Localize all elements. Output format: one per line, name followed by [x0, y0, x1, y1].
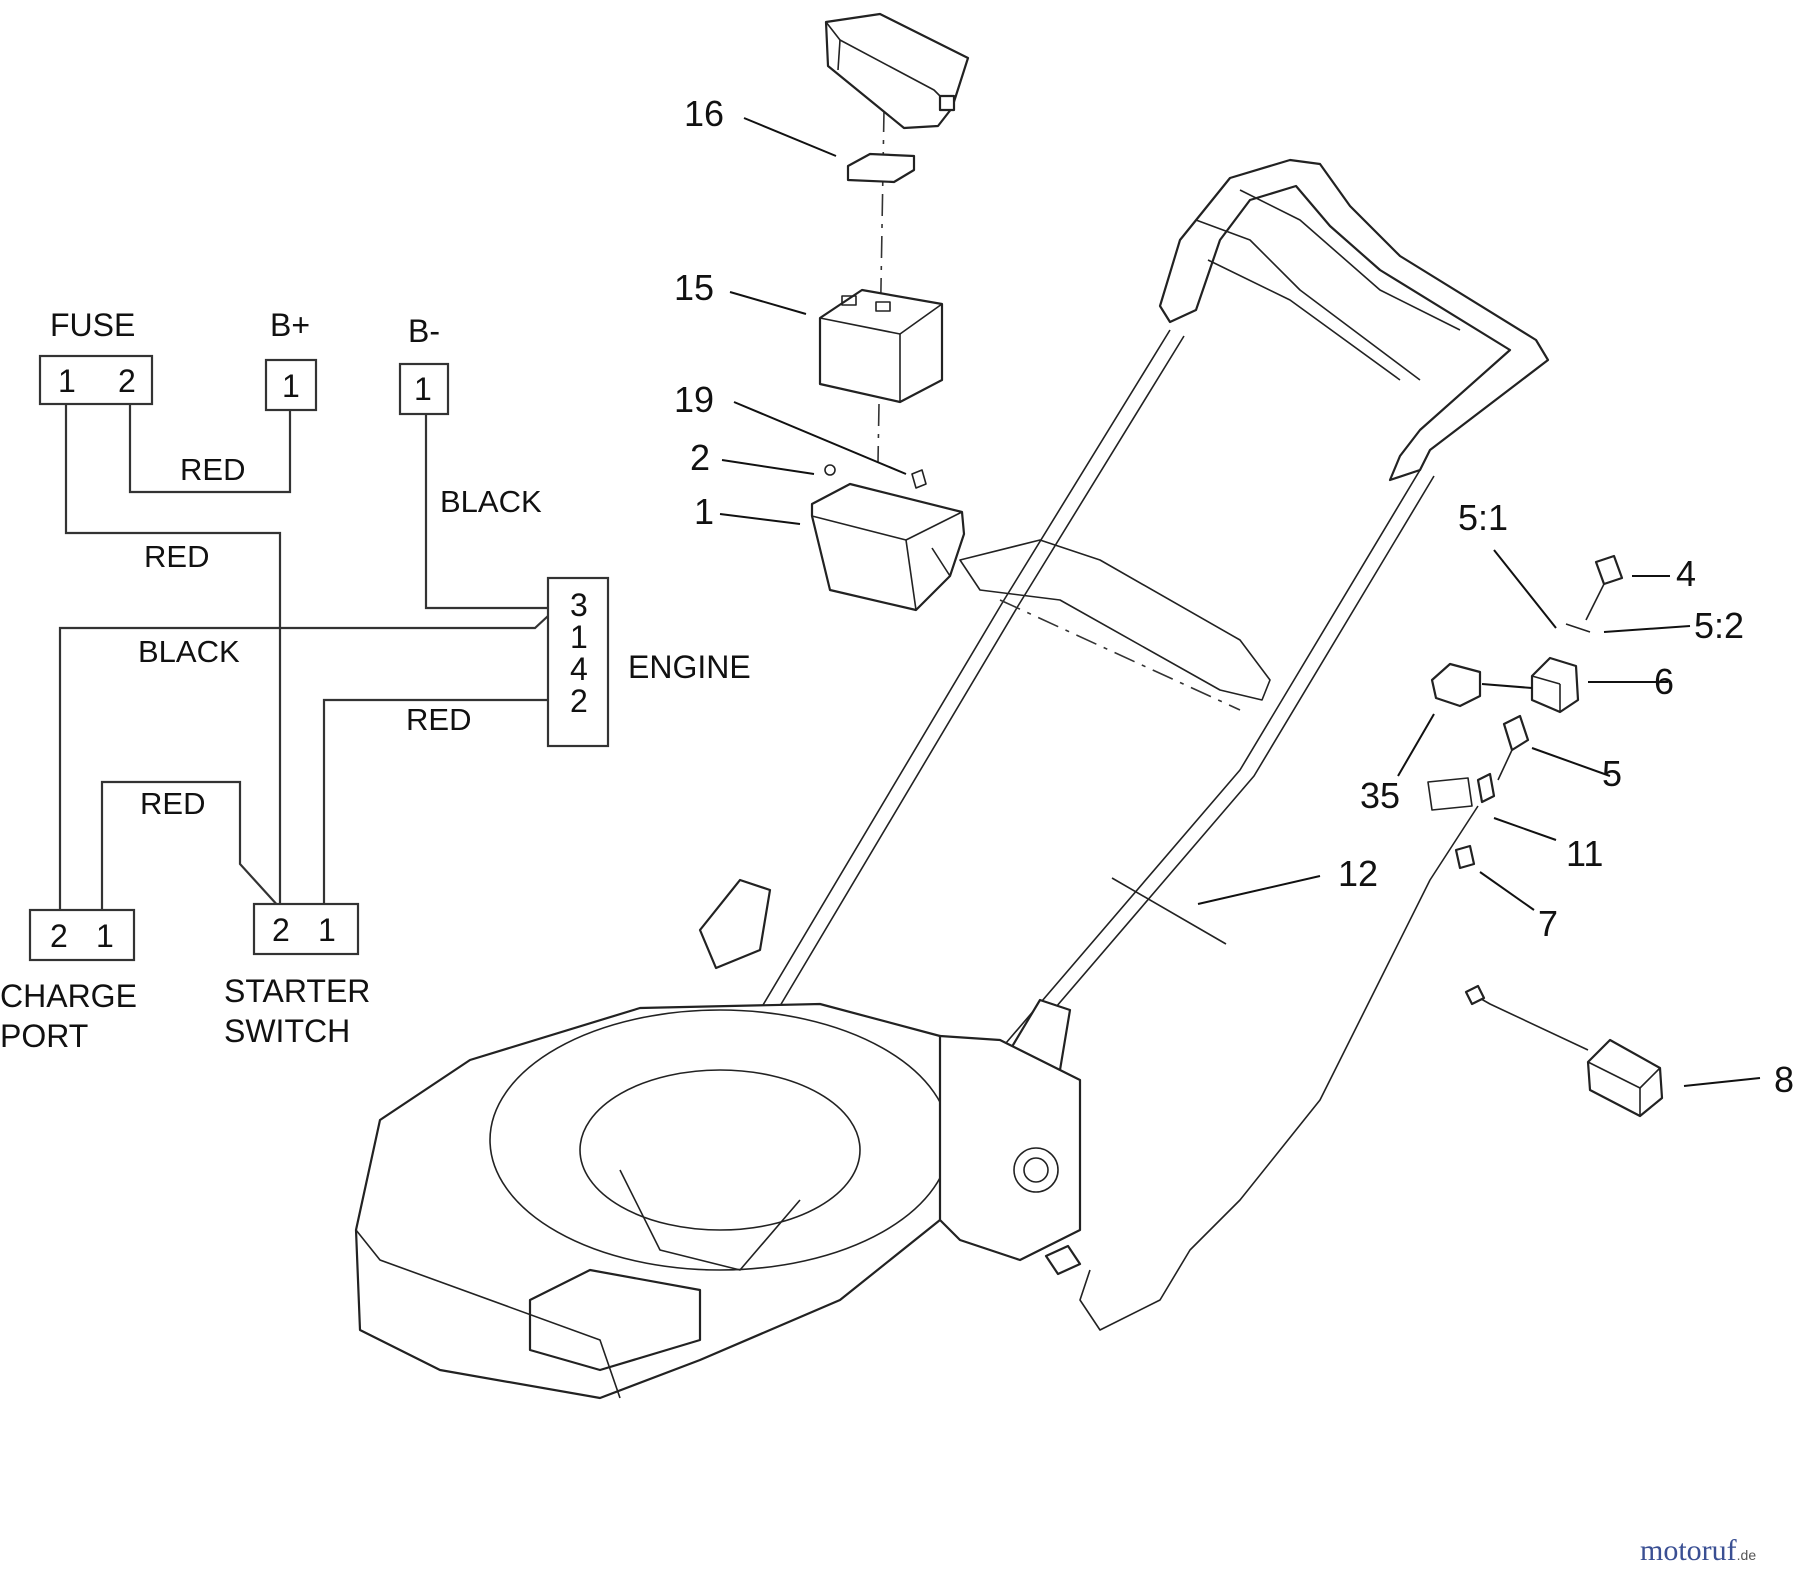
- handle-assembly: [698, 158, 1550, 1082]
- wire-engine2-starter1: [322, 698, 548, 908]
- wire-label-fuse-bplus: RED: [180, 452, 245, 487]
- wire-label-bminus-engine: BLACK: [440, 484, 542, 519]
- wire-label-engine-charge: BLACK: [138, 634, 240, 669]
- callout-8: 8: [1774, 1059, 1794, 1100]
- callout-5-1: 5:1: [1458, 497, 1508, 538]
- bplus-title: B+: [270, 307, 310, 343]
- callout-11: 11: [1566, 833, 1603, 874]
- callout-19: 19: [674, 379, 714, 420]
- part-11-label: [1427, 777, 1473, 811]
- watermark-suffix: .de: [1737, 1547, 1757, 1563]
- callout-7: 7: [1538, 903, 1558, 944]
- wire-bminus-engine3: [424, 410, 548, 610]
- ignition-plug: [1044, 1244, 1082, 1276]
- engine-pin-3: 3: [570, 587, 588, 623]
- wire-fuse2-bplus: [128, 400, 292, 494]
- starter-switch-title-line2: SWITCH: [224, 1013, 350, 1049]
- fuse-pin-1: 1: [58, 363, 76, 399]
- wire-engine1-charge2: [58, 615, 549, 910]
- watermark-brand: motoruf: [1640, 1534, 1737, 1567]
- callout-1: 1: [694, 491, 714, 532]
- exploded-parts-drawing: [354, 12, 1664, 1400]
- part-4-connector: [1594, 554, 1624, 586]
- engine-pin-4: 4: [570, 651, 588, 687]
- charge-port-pin-1: 1: [96, 918, 114, 954]
- part-35-key: [1430, 662, 1482, 708]
- engine-title: ENGINE: [628, 649, 751, 685]
- charge-port-connector: [28, 908, 136, 962]
- callout-12: 12: [1338, 853, 1378, 894]
- callout-4: 4: [1676, 553, 1696, 594]
- part-5-2-washer: [1565, 623, 1591, 633]
- part-15-battery: [818, 288, 944, 404]
- starter-switch-pin-2: 2: [272, 912, 290, 948]
- leader-lines: [719, 117, 1761, 1087]
- part-16-pad: [846, 152, 916, 184]
- wire-label-charge-starter: RED: [140, 786, 205, 821]
- callout-5: 5: [1602, 753, 1622, 794]
- bminus-title: B-: [408, 313, 440, 349]
- battery-cover: [824, 12, 970, 130]
- starter-switch-pin-1: 1: [318, 912, 336, 948]
- part-6-switch: [1530, 656, 1580, 714]
- engine-connector: [546, 576, 610, 748]
- part-1-battery-tray: [810, 482, 966, 612]
- part-5-housing: [1502, 714, 1530, 752]
- callout-16: 16: [684, 93, 724, 134]
- wire-fuse1-starter2: [64, 400, 282, 908]
- wiring-harness-cable: [1079, 805, 1479, 1331]
- wire-charge1-starter2: [100, 780, 281, 910]
- part-19-clip: [911, 469, 927, 489]
- callout-2: 2: [690, 437, 710, 478]
- charge-port-title-line2: PORT: [0, 1018, 88, 1054]
- bplus-connector: [264, 358, 318, 412]
- engine-pin-1: 1: [570, 619, 588, 655]
- callout-35: 35: [1360, 775, 1400, 816]
- part-12-rod: [1111, 877, 1227, 945]
- engine-pin-2: 2: [570, 683, 588, 719]
- callout-numbers: 16 15 19 2 1 5:1 4 5:2 6 35 5 11 12 7 8: [674, 93, 1794, 1100]
- mower-deck: [354, 1002, 1082, 1400]
- callout-6: 6: [1654, 661, 1674, 702]
- fuse-title: FUSE: [50, 307, 135, 343]
- starter-switch-connector: [252, 902, 360, 956]
- part-2-screw: [824, 464, 836, 476]
- wiring-schematic: FUSE 1 2 B+ 1 B- 1 3 1 4 2 ENGINE 2 1 CH…: [0, 307, 751, 1054]
- fuse-connector: [38, 354, 154, 406]
- bplus-pin-1: 1: [282, 368, 300, 404]
- part-8-charger: [1464, 984, 1664, 1118]
- watermark-logo: motoruf.de: [1640, 1534, 1756, 1567]
- charge-port-title-line1: CHARGE: [0, 978, 137, 1014]
- charge-port-pin-2: 2: [50, 918, 68, 954]
- starter-switch-title-line1: STARTER: [224, 973, 370, 1009]
- wire-label-fuse-starter: RED: [144, 539, 209, 574]
- bminus-connector: [398, 362, 450, 416]
- part-7-pin: [1454, 844, 1476, 870]
- callout-5-2: 5:2: [1694, 605, 1744, 646]
- watermark: motoruf.de: [1640, 1534, 1756, 1567]
- fuse-pin-2: 2: [118, 363, 136, 399]
- callout-15: 15: [674, 267, 714, 308]
- wire-label-engine-starter: RED: [406, 702, 471, 737]
- bminus-pin-1: 1: [414, 371, 432, 407]
